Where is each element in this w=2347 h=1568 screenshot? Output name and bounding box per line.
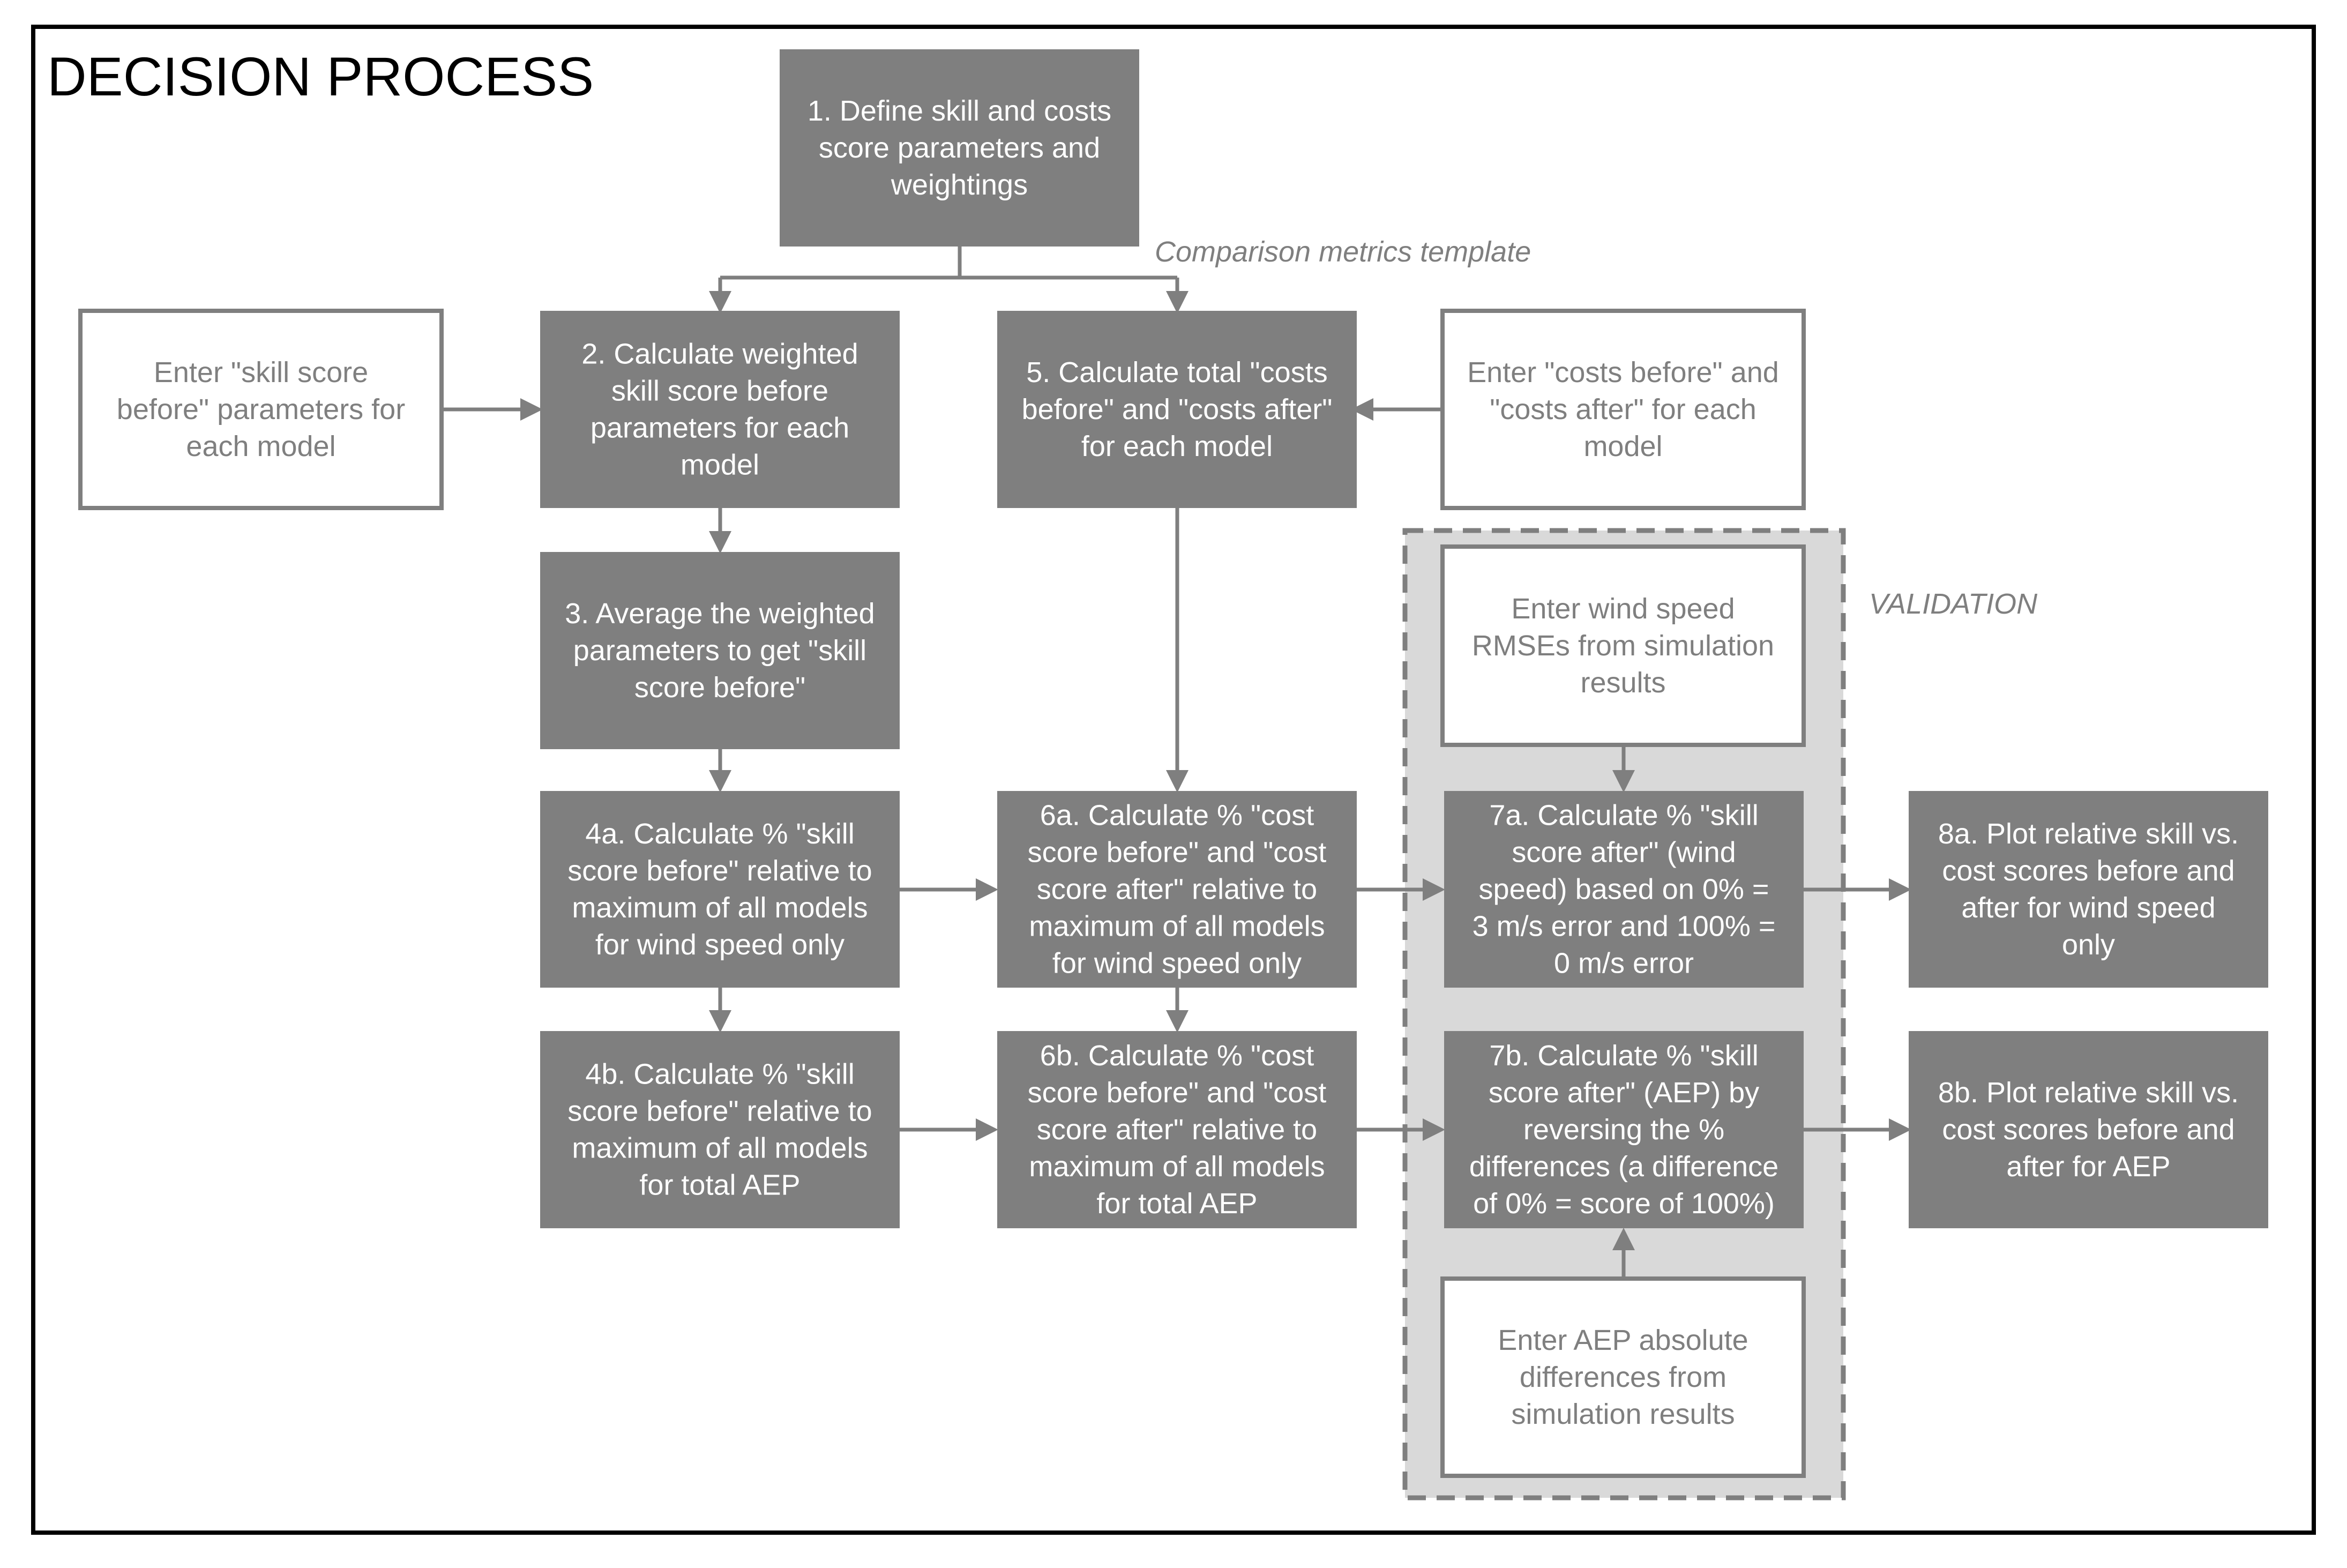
box-shape xyxy=(997,311,1357,508)
box-text-line: 8b. Plot relative skill vs. xyxy=(1938,1077,2239,1109)
box-text-line: before" parameters for xyxy=(117,393,405,425)
box-text-line: maximum of all models xyxy=(572,1132,868,1164)
box-text-line: score before" relative to xyxy=(567,1095,872,1128)
box-text-line: 4b. Calculate % "skill xyxy=(585,1058,854,1091)
box-text-line: 3 m/s error and 100% = xyxy=(1473,910,1776,943)
box-shape xyxy=(1444,1031,1804,1228)
diagram-title: DECISION PROCESS xyxy=(47,46,594,107)
box-text-line: score after" relative to xyxy=(1037,873,1317,906)
box-shape xyxy=(997,1031,1357,1228)
box-text-line: for total AEP xyxy=(639,1169,800,1201)
box-text-line: after for wind speed xyxy=(1961,892,2215,924)
box-text-line: cost scores before and xyxy=(1942,1114,2234,1146)
box-text-line: 7b. Calculate % "skill xyxy=(1489,1040,1758,1072)
box-shape xyxy=(540,791,900,988)
step-7a-box: 7a. Calculate % "skill score after" (wind… xyxy=(1444,791,1804,988)
step-7b-box: 7b. Calculate % "skill score after" (AEP)… xyxy=(1444,1031,1804,1228)
box-text-line: reversing the % xyxy=(1523,1114,1724,1146)
step-8b-box: 8b. Plot relative skill vs. cost scores b… xyxy=(1909,1031,2268,1228)
box-text-line: 7a. Calculate % "skill xyxy=(1489,800,1758,832)
box-text-line: maximum of all models xyxy=(1029,910,1325,943)
box-text-line: maximum of all models xyxy=(572,892,868,924)
box-shape xyxy=(540,552,900,749)
step-6a-box: 6a. Calculate % "cost score before" and "… xyxy=(997,791,1357,988)
box-shape xyxy=(540,1031,900,1228)
box-text-line: 0 m/s error xyxy=(1554,947,1694,980)
box-text-line: score before" and "cost xyxy=(1028,837,1327,869)
box-shape xyxy=(1909,791,2268,988)
box-text-line: for each model xyxy=(1081,430,1273,462)
box-text-line: model xyxy=(681,449,759,481)
box-text-line: score parameters and xyxy=(819,132,1100,164)
box-text-line: Enter "costs before" and xyxy=(1467,356,1779,389)
box-text-line: 3. Average the weighted xyxy=(565,598,874,630)
box-text-line: for wind speed only xyxy=(1052,947,1302,980)
input-skill-score-box: Enter "skill score before" parameters for… xyxy=(78,309,444,510)
box-text-line: simulation results xyxy=(1511,1398,1735,1430)
box-text-line: speed) based on 0% = xyxy=(1479,873,1769,906)
box-text-line: after for AEP xyxy=(2006,1151,2170,1183)
box-text-line: score before" xyxy=(634,671,805,704)
input-costs-box: Enter "costs before" and "costs after" fo… xyxy=(1440,309,1806,510)
box-shape xyxy=(1440,544,1806,747)
outer-frame xyxy=(31,25,2316,1535)
box-text-line: 6b. Calculate % "cost xyxy=(1040,1040,1314,1072)
step-6b-box: 6b. Calculate % "cost score before" and "… xyxy=(997,1031,1357,1228)
box-text-line: parameters to get "skill xyxy=(573,634,866,667)
box-shape xyxy=(780,49,1139,247)
box-text-line: of 0% = score of 100%) xyxy=(1473,1188,1775,1220)
box-text-line: RMSEs from simulation xyxy=(1472,630,1774,662)
box-text-line: for wind speed only xyxy=(595,929,844,961)
box-text-line: model xyxy=(1583,430,1662,462)
box-shape xyxy=(1444,791,1804,988)
box-text-line: differences from xyxy=(1520,1361,1726,1393)
box-text-line: "costs after" for each xyxy=(1490,393,1756,425)
comparison-metrics-note: Comparison metrics template xyxy=(1155,236,1531,268)
box-text-line: results xyxy=(1580,667,1665,699)
box-text-line: for total AEP xyxy=(1096,1188,1257,1220)
box-text-line: score after" relative to xyxy=(1037,1114,1317,1146)
box-text-line: 2. Calculate weighted xyxy=(581,338,858,370)
box-text-line: score after" (AEP) by xyxy=(1489,1077,1759,1109)
box-text-line: only xyxy=(2062,929,2115,961)
box-shape xyxy=(997,791,1357,988)
box-shape xyxy=(1440,1276,1806,1478)
box-text-line: Enter "skill score xyxy=(154,356,368,389)
step-3-box: 3. Average the weighted parameters to get… xyxy=(540,552,900,749)
box-shape xyxy=(78,309,444,510)
box-text-line: Enter AEP absolute xyxy=(1498,1324,1748,1356)
box-shape xyxy=(540,311,900,508)
box-text-line: score before" and "cost xyxy=(1028,1077,1327,1109)
box-text-line: score before" relative to xyxy=(567,855,872,887)
input-aep-differences-box: Enter AEP absolute differences from simula… xyxy=(1440,1276,1806,1478)
connectors xyxy=(442,247,1911,1277)
box-text-line: maximum of all models xyxy=(1029,1151,1325,1183)
box-text-line: cost scores before and xyxy=(1942,855,2234,887)
box-text-line: score after" (wind xyxy=(1512,837,1736,869)
box-text-line: differences (a difference xyxy=(1469,1151,1778,1183)
box-text-line: weightings xyxy=(891,169,1028,201)
box-text-line: before" and "costs after" xyxy=(1022,393,1333,425)
step-4b-box: 4b. Calculate % "skill score before" rela… xyxy=(540,1031,900,1228)
box-text-line: 8a. Plot relative skill vs. xyxy=(1938,818,2239,850)
box-text-line: 4a. Calculate % "skill xyxy=(585,818,854,850)
box-text-line: 5. Calculate total "costs xyxy=(1026,356,1327,389)
box-text-line: Enter wind speed xyxy=(1511,593,1735,625)
box-text-line: 1. Define skill and costs xyxy=(808,95,1111,127)
box-shape xyxy=(1909,1031,2268,1228)
step-2-box: 2. Calculate weighted skill score before p… xyxy=(540,311,900,508)
step-4a-box: 4a. Calculate % "skill score before" rela… xyxy=(540,791,900,988)
step-8a-box: 8a. Plot relative skill vs. cost scores b… xyxy=(1909,791,2268,988)
validation-label: VALIDATION xyxy=(1869,588,2038,620)
step-5-box: 5. Calculate total "costs before" and "co… xyxy=(997,311,1357,508)
box-text-line: skill score before xyxy=(611,375,828,407)
box-text-line: 6a. Calculate % "cost xyxy=(1040,800,1314,832)
box-text-line: parameters for each xyxy=(591,412,849,444)
step-1-box: 1. Define skill and costs score parameter… xyxy=(780,49,1139,247)
box-text-line: each model xyxy=(186,430,335,462)
box-shape xyxy=(1440,309,1806,510)
